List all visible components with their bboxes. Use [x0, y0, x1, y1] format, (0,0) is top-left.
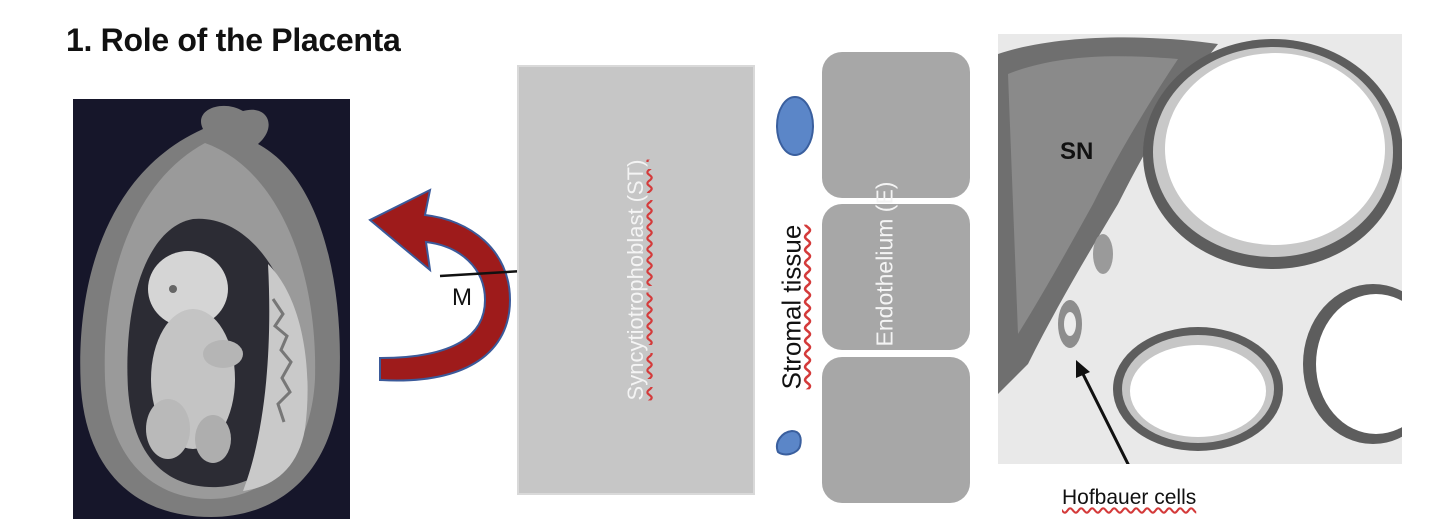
electron-micrograph	[998, 34, 1402, 464]
hofbauer-cells-label: Hofbauer cells	[1062, 486, 1197, 509]
endothelium-cell-middle	[822, 204, 970, 350]
syncytiotrophoblast-label: Syncytiotrophoblast (ST)	[623, 159, 648, 401]
cell-marker-oval	[776, 96, 814, 156]
sn-label: SN	[1060, 138, 1094, 165]
syncytiotrophoblast-box: Syncytiotrophoblast (ST)	[517, 65, 755, 495]
cell-marker-small	[776, 429, 802, 456]
fetus-in-uterus-photo	[73, 99, 350, 519]
endothelium-label: Endothelium (E)	[871, 181, 898, 347]
m-label: M	[452, 284, 472, 311]
curved-exchange-arrow	[368, 188, 512, 382]
stromal-tissue-label: Stromal tissue	[776, 224, 807, 390]
slide-title: 1. Role of the Placenta	[66, 22, 401, 58]
endothelium-cell-bottom	[822, 357, 970, 503]
endothelium-cell-top	[822, 52, 970, 198]
